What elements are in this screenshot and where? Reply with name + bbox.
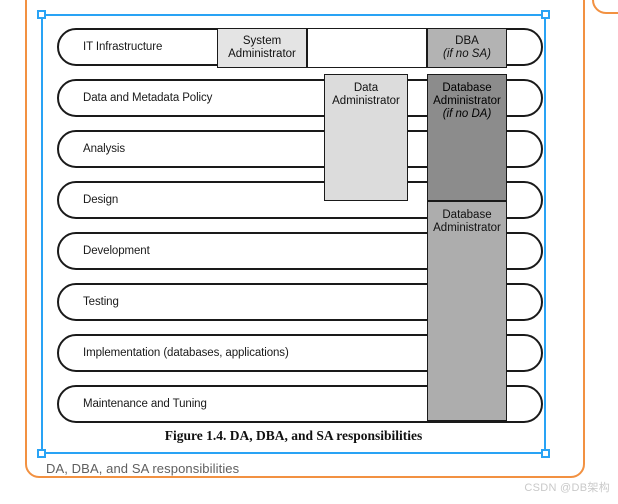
role-box-system-administrator: System Administrator bbox=[217, 28, 307, 68]
role-line-1: Data bbox=[353, 82, 379, 94]
role-line-2: Administrator bbox=[228, 48, 296, 60]
image-alt-caption: DA, DBA, and SA responsibilities bbox=[46, 461, 240, 476]
role-line-2: Administrator bbox=[433, 221, 501, 234]
content-card-border-secondary bbox=[592, 0, 618, 14]
role-line-1: Database bbox=[442, 82, 492, 94]
figure-image: IT Infrastructure Data and Metadata Poli… bbox=[43, 16, 544, 452]
process-label: Data and Metadata Policy bbox=[83, 92, 213, 104]
process-label: Development bbox=[83, 245, 150, 257]
role-box-empty-it-infrastructure bbox=[307, 28, 427, 68]
role-line-2: Administrator bbox=[332, 94, 400, 107]
process-label: Implementation (databases, applications) bbox=[83, 347, 289, 359]
figure-caption: Figure 1.4. DA, DBA, and SA responsibili… bbox=[164, 428, 423, 443]
selection-handle-bottom-left[interactable] bbox=[37, 449, 46, 458]
selection-handle-bottom-right[interactable] bbox=[541, 449, 550, 458]
process-label: IT Infrastructure bbox=[83, 41, 163, 53]
role-box-dba-if-no-sa: DBA (if no SA) bbox=[427, 28, 507, 68]
role-line-1: Database bbox=[442, 209, 492, 221]
process-label: Analysis bbox=[83, 143, 126, 155]
selection-handle-top-right[interactable] bbox=[541, 10, 550, 19]
role-box-database-administrator-if-no-da: Database Administrator (if no DA) bbox=[427, 74, 507, 201]
image-selection-frame[interactable]: IT Infrastructure Data and Metadata Poli… bbox=[37, 10, 550, 458]
role-line-1: DBA bbox=[455, 35, 479, 48]
role-line-3: (if no DA) bbox=[442, 107, 492, 120]
role-box-database-administrator: Database Administrator bbox=[427, 201, 507, 421]
role-box-data-administrator: Data Administrator bbox=[324, 74, 408, 201]
process-label: Testing bbox=[83, 296, 119, 308]
content-card-border bbox=[25, 0, 585, 478]
role-line-2: (if no SA) bbox=[443, 48, 491, 60]
selection-handle-top-left[interactable] bbox=[37, 10, 46, 19]
process-label: Design bbox=[83, 194, 119, 206]
role-line-2: Administrator bbox=[433, 94, 501, 107]
role-line-1: System bbox=[242, 35, 282, 48]
process-label: Maintenance and Tuning bbox=[83, 398, 207, 410]
watermark-text: CSDN @DB架构 bbox=[524, 482, 610, 494]
